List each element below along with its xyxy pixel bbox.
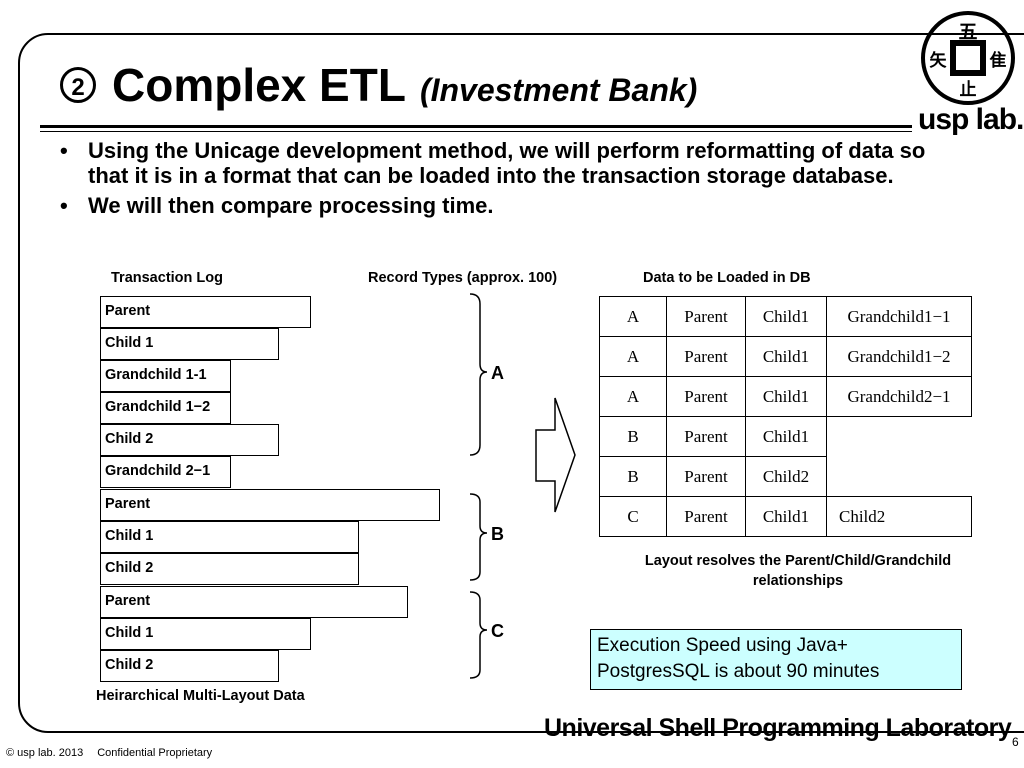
footer-copyright: © usp lab. 2013 <box>6 747 84 759</box>
table-cell: Parent <box>666 376 746 417</box>
data-to-load-label: Data to be Loaded in DB <box>643 270 811 286</box>
record-parent: Parent <box>100 296 311 328</box>
title-number-badge: 2 <box>60 67 96 103</box>
table-cell: A <box>599 376 667 417</box>
transaction-log-label: Transaction Log <box>111 270 223 286</box>
bullet-marker: • <box>60 138 68 163</box>
table-row: A Parent Child1 Grandchild1−1 <box>599 296 972 337</box>
footer-brand: Universal Shell Programming Laboratory <box>544 714 1012 742</box>
page-number: 6 <box>1012 735 1019 749</box>
table-row: B Parent Child1 <box>599 416 972 457</box>
bullet-list: • Using the Unicage development method, w… <box>60 138 960 223</box>
logo-wordmark: usp lab. <box>918 103 1024 136</box>
record-child: Child 2 <box>100 650 279 682</box>
footer-copyright-row: © usp lab. 2013 Confidential Proprietary <box>6 747 212 759</box>
bracket-a <box>469 293 488 456</box>
bullet-item: • Using the Unicage development method, w… <box>60 138 960 188</box>
group-label-b: B <box>491 524 504 544</box>
table-cell: C <box>599 496 667 537</box>
table-cell: Child2 <box>826 496 972 537</box>
table-cell: Parent <box>666 296 746 337</box>
bullet-item: • We will then compare processing time. <box>60 193 960 218</box>
bullet-text: Using the Unicage development method, we… <box>88 138 926 188</box>
table-cell: B <box>599 456 667 497</box>
seal-char-right: 隹 <box>989 50 1007 71</box>
table-cell: Parent <box>666 456 746 497</box>
execution-speed-box: Execution Speed using Java+ PostgresSQL … <box>590 629 962 690</box>
table-cell: B <box>599 416 667 457</box>
speed-line-2: PostgresSQL is about 90 minutes <box>597 661 880 682</box>
seal-char-bottom: 止 <box>960 79 977 100</box>
bullet-text: We will then compare processing time. <box>88 193 494 218</box>
title-underline <box>40 125 912 128</box>
table-cell: Parent <box>666 416 746 457</box>
db-load-table: A Parent Child1 Grandchild1−1 A Parent C… <box>599 296 972 537</box>
group-label-c: C <box>491 621 504 641</box>
record-child: Child 1 <box>100 521 359 553</box>
bracket-b <box>469 493 488 581</box>
record-grandchild: Grandchild 1−2 <box>100 392 231 424</box>
title-underline-thin <box>40 131 912 132</box>
table-cell: Child2 <box>745 456 827 497</box>
table-cell: Parent <box>666 336 746 377</box>
table-cell-empty <box>826 416 972 457</box>
speed-line-1: Execution Speed using Java+ <box>597 635 848 656</box>
table-cell: A <box>599 336 667 377</box>
seal-char-top: 五 <box>958 21 977 43</box>
table-row: A Parent Child1 Grandchild1−2 <box>599 336 972 377</box>
table-caption: Layout resolves the Parent/Child/Grandch… <box>644 553 952 589</box>
table-cell: Child1 <box>745 416 827 457</box>
table-cell: Grandchild1−1 <box>826 296 972 337</box>
record-child: Child 2 <box>100 553 359 585</box>
group-label-a: A <box>491 363 504 383</box>
table-row: A Parent Child1 Grandchild2−1 <box>599 376 972 417</box>
footer-confidential: Confidential Proprietary <box>97 747 213 759</box>
usp-lab-seal-logo: 五 矢 隹 止 <box>921 11 1015 105</box>
table-row: C Parent Child1 Child2 <box>599 496 972 537</box>
table-cell: Child1 <box>745 296 827 337</box>
record-parent: Parent <box>100 489 440 521</box>
bullet-marker: • <box>60 193 68 218</box>
table-cell-empty <box>826 456 972 497</box>
slide-title: 2 Complex ETL (Investment Bank) <box>60 58 697 112</box>
multilayout-label: Heirarchical Multi-Layout Data <box>96 688 305 704</box>
table-cell: Child1 <box>745 496 827 537</box>
table-row: B Parent Child2 <box>599 456 972 497</box>
title-main: Complex ETL <box>112 59 406 111</box>
record-child: Child 1 <box>100 618 311 650</box>
title-subtitle: (Investment Bank) <box>419 72 698 108</box>
table-cell: A <box>599 296 667 337</box>
table-cell: Child1 <box>745 336 827 377</box>
slide-frame <box>18 33 1024 733</box>
table-cell: Child1 <box>745 376 827 417</box>
record-types-label: Record Types (approx. 100) <box>368 270 558 286</box>
record-grandchild: Grandchild 2−1 <box>100 456 231 488</box>
bracket-c <box>469 591 488 679</box>
transform-arrow <box>535 397 576 513</box>
table-cell: Grandchild2−1 <box>826 376 972 417</box>
record-grandchild: Grandchild 1-1 <box>100 360 231 392</box>
table-cell: Grandchild1−2 <box>826 336 972 377</box>
record-child: Child 1 <box>100 328 279 360</box>
table-cell: Parent <box>666 496 746 537</box>
seal-char-left: 矢 <box>930 50 948 71</box>
record-child: Child 2 <box>100 424 279 456</box>
record-parent: Parent <box>100 586 408 618</box>
